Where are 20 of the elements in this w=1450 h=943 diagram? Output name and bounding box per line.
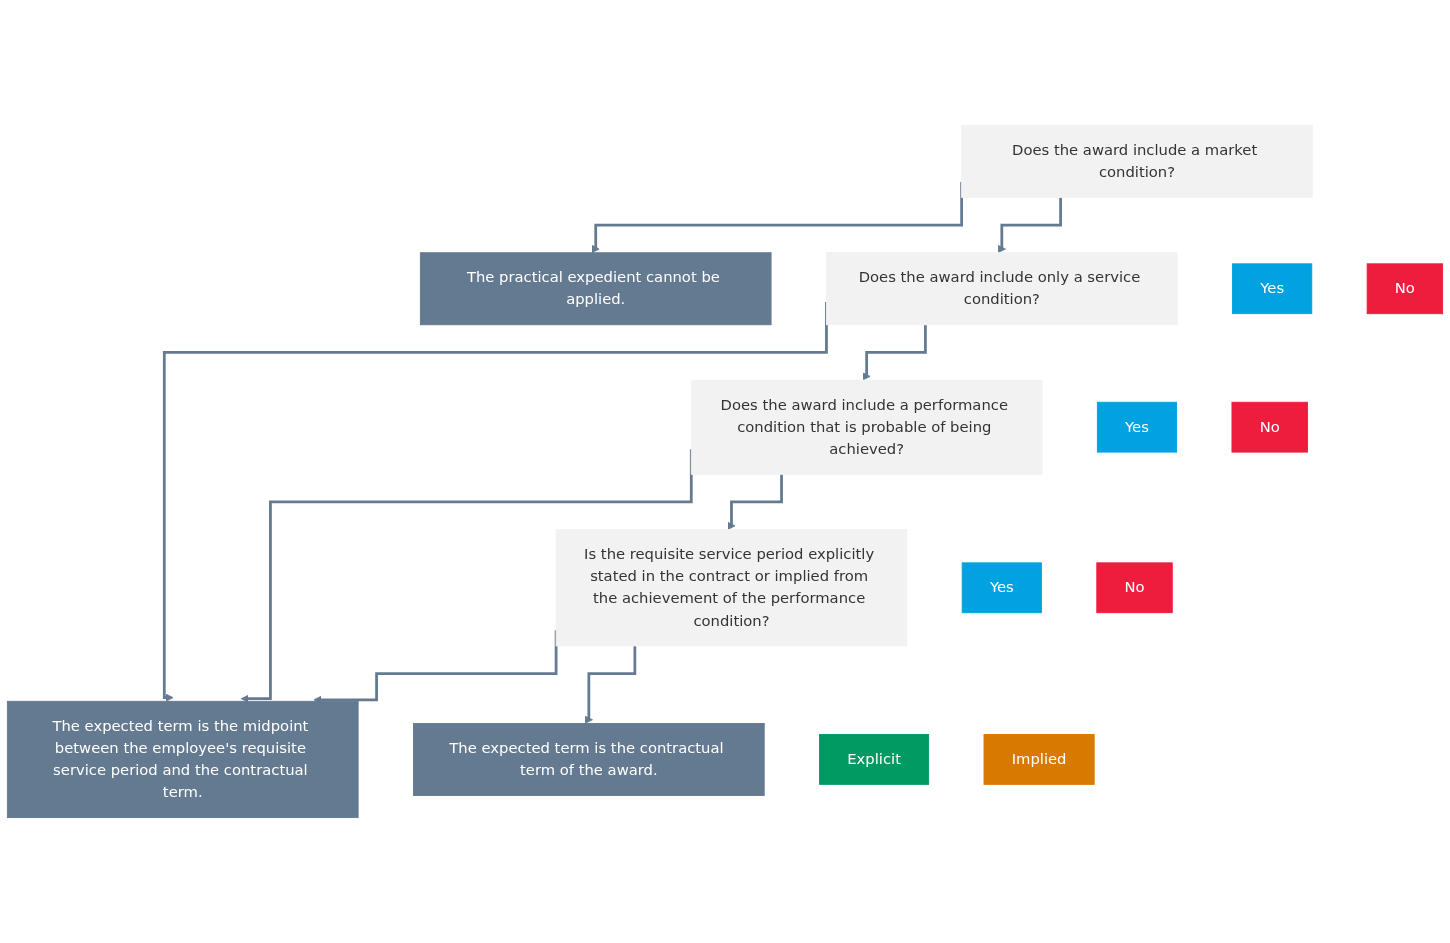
node-box: Yes: [1096, 401, 1178, 453]
arrow: [584, 645, 637, 724]
arrow: [997, 197, 1062, 254]
node-box: No: [1366, 263, 1444, 315]
node-box: Explicit: [819, 734, 930, 785]
arrow: [240, 449, 693, 703]
arrow: [862, 324, 927, 381]
node-box: The expected term is the midpoint between the employee's requisite service period and the contractual term.: [6, 700, 359, 819]
node-box: The expected term is the contractual term of the award.: [413, 723, 765, 796]
node-box: Does the award include a market condition?: [961, 124, 1313, 198]
node-box: Implied: [983, 734, 1095, 785]
node-box: Does the award include a performance condition that is probable of being achieved?: [690, 379, 1043, 475]
node-box: Is the requisite service period explicitly stated in the contract or implied from the achievement of the performance condition?: [555, 529, 908, 647]
arrow: [727, 474, 783, 530]
node-box: Yes: [961, 562, 1042, 614]
node-box: No: [1231, 401, 1308, 453]
node-box: Does the award include only a service condition?: [826, 252, 1178, 326]
node-box: No: [1096, 562, 1173, 614]
node-box: Yes: [1232, 263, 1313, 315]
node-box: The practical expedient cannot be applied.: [419, 252, 772, 326]
